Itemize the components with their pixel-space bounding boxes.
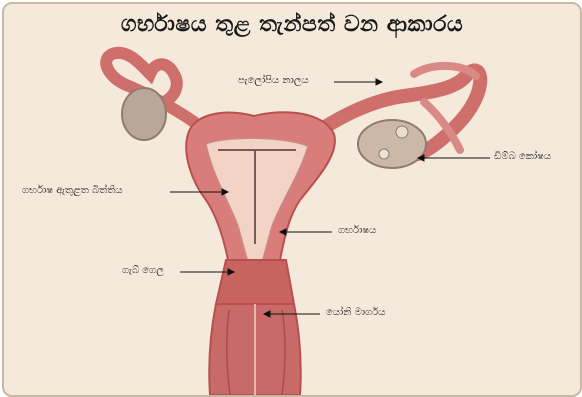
cervix [216,260,294,304]
label-ovary: ඩිම්බ කෝෂය [494,151,551,162]
label-fallopian-tube: පැලෝපිය නාලය [238,75,309,86]
label-uterus: ගර්භාෂය [338,225,376,236]
label-uterine-wall: ගර්භාෂ ඇතුළත බිත්තිය [22,185,123,196]
label-vagina: යෝනි මාර්ගය [326,307,385,318]
right-ovary [358,120,426,168]
page-title: ගර්භාෂය තුළ තැන්පත් වන ආකාරය [4,12,580,37]
reproductive-anatomy-illustration [4,4,580,395]
left-ovary [122,88,166,140]
label-cervix: ගැබ් ගෙල [122,265,164,276]
